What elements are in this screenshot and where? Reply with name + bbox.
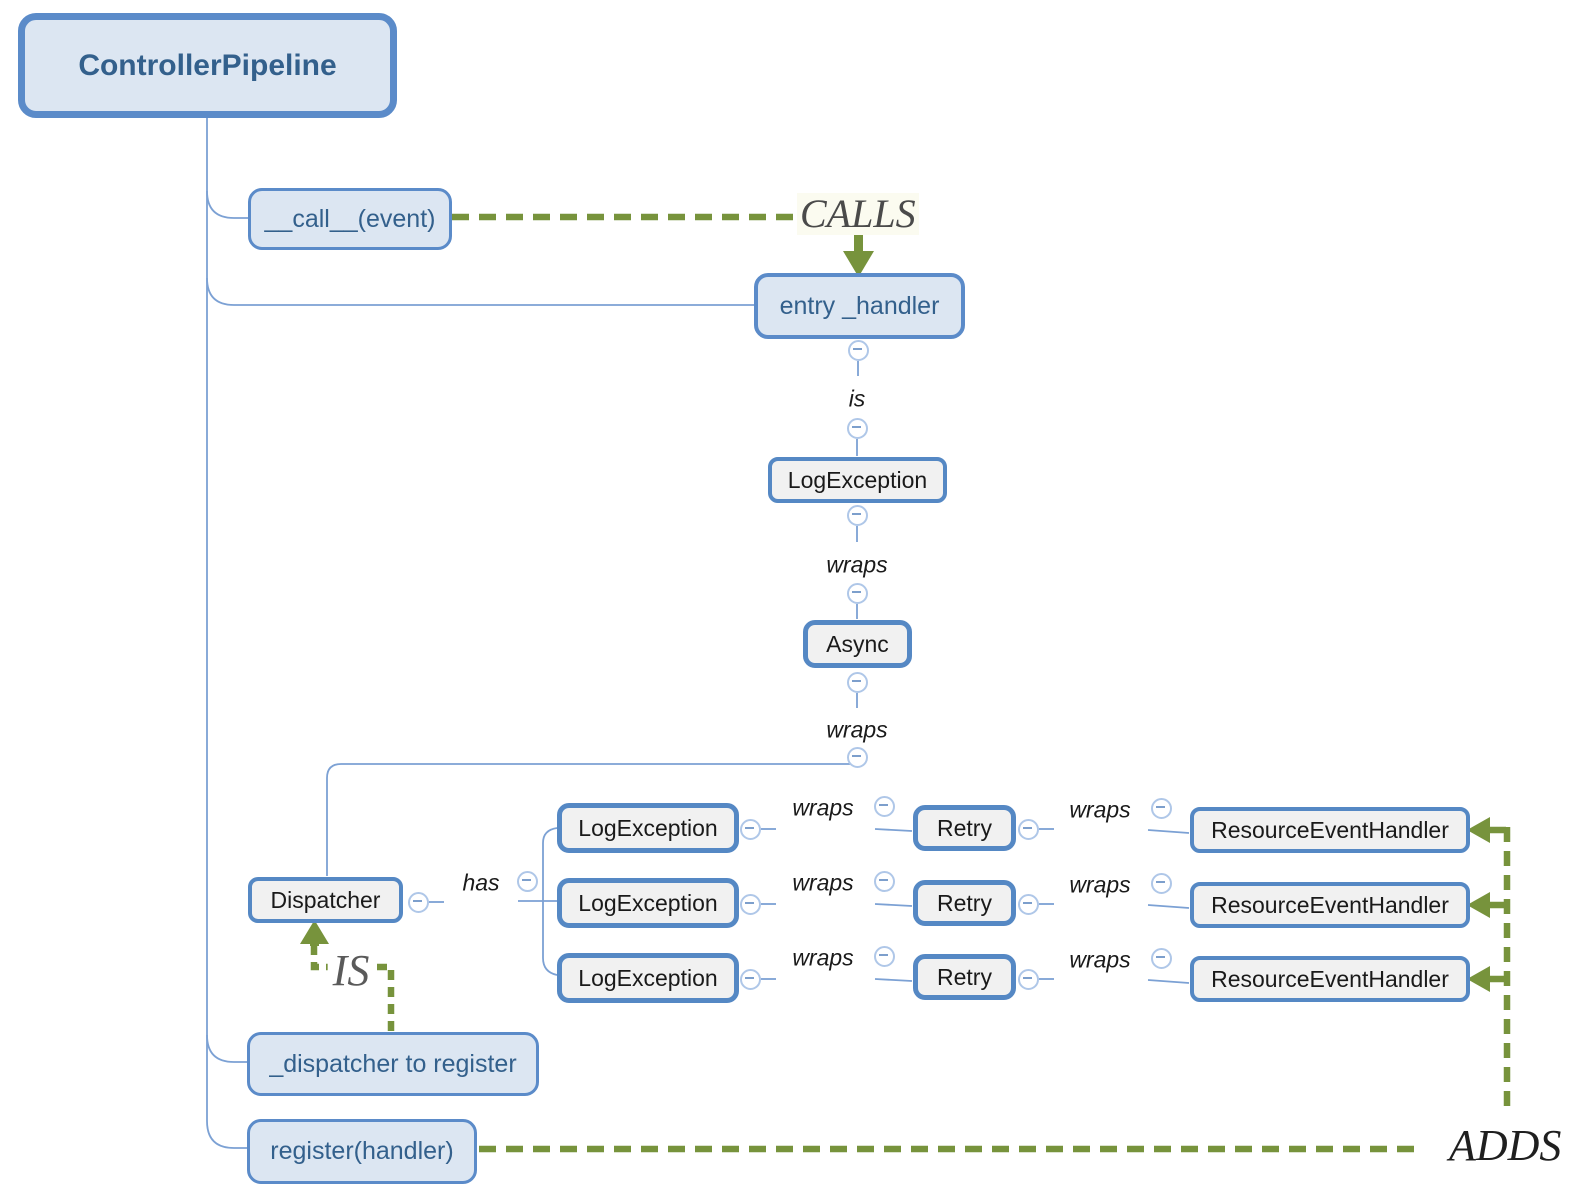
collapse-minus-icon[interactable] xyxy=(873,870,895,892)
relation-label-is[interactable]: IS xyxy=(327,949,375,993)
relation-calls-connector xyxy=(452,213,874,277)
retry-node[interactable]: Retry xyxy=(913,880,1016,926)
collapse-minus-icon[interactable] xyxy=(873,945,895,967)
log-exception-node[interactable]: LogException xyxy=(557,878,739,928)
controller-pipeline-node[interactable]: ControllerPipeline xyxy=(18,13,397,118)
entry-handler-node[interactable]: entry _handler xyxy=(754,273,965,339)
collapse-minus-icon[interactable] xyxy=(1150,872,1172,894)
register-handler-node[interactable]: register(handler) xyxy=(247,1119,477,1184)
edge-label-wraps[interactable]: wraps xyxy=(1069,946,1131,973)
dispatcher-node[interactable]: Dispatcher xyxy=(248,877,403,923)
collapse-minus-icon[interactable] xyxy=(1150,947,1172,969)
retry-node[interactable]: Retry xyxy=(913,805,1016,851)
relation-label-adds[interactable]: ADDS xyxy=(1449,1121,1562,1170)
collapse-minus-icon[interactable] xyxy=(739,968,761,990)
collapse-minus-icon[interactable] xyxy=(847,339,869,361)
collapse-minus-icon[interactable] xyxy=(1017,893,1039,915)
collapse-minus-icon[interactable] xyxy=(407,891,429,913)
collapse-minus-icon[interactable] xyxy=(846,417,868,439)
edge-label-wraps[interactable]: wraps xyxy=(1069,871,1131,898)
edge-label-wraps[interactable]: wraps xyxy=(792,944,854,971)
relation-label-calls[interactable]: CALLS xyxy=(797,193,919,235)
collapse-minus-icon[interactable] xyxy=(1017,968,1039,990)
edge-label-is[interactable]: is xyxy=(848,385,866,412)
log-exception-node[interactable]: LogException xyxy=(557,803,739,853)
edge-label-wraps[interactable]: wraps xyxy=(826,551,888,578)
collapse-minus-icon[interactable] xyxy=(873,795,895,817)
collapse-minus-icon[interactable] xyxy=(846,671,868,693)
dispatcher-to-register-node[interactable]: _dispatcher to register xyxy=(247,1032,539,1096)
edge-label-wraps[interactable]: wraps xyxy=(826,716,888,743)
edge-label-wraps[interactable]: wraps xyxy=(1069,796,1131,823)
resource-event-handler-node[interactable]: ResourceEventHandler xyxy=(1190,807,1470,853)
relation-adds-connector xyxy=(479,817,1511,1153)
call-event-node[interactable]: __call__(event) xyxy=(248,188,452,250)
retry-node[interactable]: Retry xyxy=(913,954,1016,1000)
collapse-minus-icon[interactable] xyxy=(1017,818,1039,840)
collapse-minus-icon[interactable] xyxy=(739,818,761,840)
collapse-minus-icon[interactable] xyxy=(739,893,761,915)
collapse-minus-icon[interactable] xyxy=(846,582,868,604)
collapse-minus-icon[interactable] xyxy=(1150,797,1172,819)
log-exception-node[interactable]: LogException xyxy=(557,953,739,1003)
log-exception-node[interactable]: LogException xyxy=(768,457,947,503)
edge-label-wraps[interactable]: wraps xyxy=(792,794,854,821)
resource-event-handler-node[interactable]: ResourceEventHandler xyxy=(1190,882,1470,928)
collapse-minus-icon[interactable] xyxy=(846,746,868,768)
async-node[interactable]: Async xyxy=(803,620,912,668)
tree-connectors xyxy=(206,118,1190,1149)
collapse-minus-icon[interactable] xyxy=(516,870,538,892)
edge-label-wraps[interactable]: wraps xyxy=(792,869,854,896)
collapse-minus-icon[interactable] xyxy=(846,504,868,526)
edge-label-has[interactable]: has xyxy=(462,869,500,896)
resource-event-handler-node[interactable]: ResourceEventHandler xyxy=(1190,956,1470,1002)
